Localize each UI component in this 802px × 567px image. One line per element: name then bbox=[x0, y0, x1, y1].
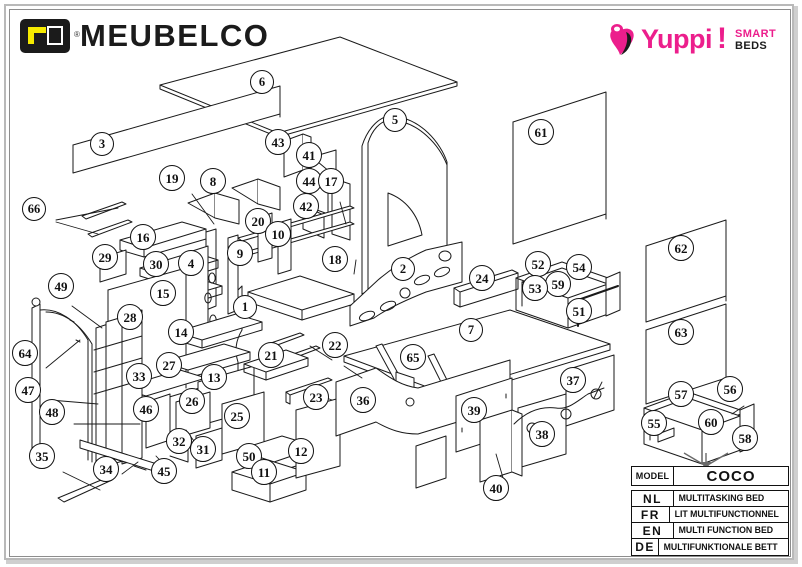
yuppi-tagline: SMART BEDS bbox=[735, 28, 777, 52]
part-callout-51: 51 bbox=[566, 298, 592, 324]
part-callout-62: 62 bbox=[668, 235, 694, 261]
part-callout-20: 20 bbox=[245, 208, 271, 234]
language-description: MULTI FUNCTION BED bbox=[678, 525, 774, 536]
part-callout-54: 54 bbox=[566, 254, 592, 280]
language-description: MULTIFUNKTIONALE BETT bbox=[663, 541, 778, 553]
part-callout-36: 36 bbox=[350, 387, 376, 413]
part-callout-19: 19 bbox=[159, 165, 185, 191]
part-callout-1: 1 bbox=[233, 295, 257, 319]
part-callout-32: 32 bbox=[166, 428, 192, 454]
part-callout-59: 59 bbox=[545, 271, 571, 297]
language-row-nl: NL MULTITASKING BED bbox=[632, 491, 788, 507]
model-row: MODEL COCO bbox=[631, 466, 789, 486]
part-callout-47: 47 bbox=[15, 377, 41, 403]
part-callout-53: 53 bbox=[522, 275, 548, 301]
part-callout-45: 45 bbox=[151, 458, 177, 484]
part-callout-55: 55 bbox=[641, 410, 667, 436]
part-callout-49: 49 bbox=[48, 273, 74, 299]
part-callout-21: 21 bbox=[258, 342, 284, 368]
part-callout-42: 42 bbox=[293, 193, 319, 219]
language-code: NL bbox=[632, 491, 674, 506]
part-callout-41: 41 bbox=[296, 142, 322, 168]
part-callout-18: 18 bbox=[322, 246, 348, 272]
part-callout-64: 64 bbox=[12, 340, 38, 366]
part-callout-26: 26 bbox=[179, 388, 205, 414]
part-callout-13: 13 bbox=[201, 364, 227, 390]
part-callout-48: 48 bbox=[39, 399, 65, 425]
part-callout-34: 34 bbox=[93, 456, 119, 482]
part-callout-22: 22 bbox=[322, 332, 348, 358]
yuppi-wordmark: Yuppi bbox=[641, 23, 713, 54]
part-callout-63: 63 bbox=[668, 319, 694, 345]
part-callout-12: 12 bbox=[288, 438, 314, 464]
language-description: MULTITASKING BED bbox=[678, 493, 765, 504]
part-callout-56: 56 bbox=[717, 376, 743, 402]
meubelco-mark-icon bbox=[20, 19, 70, 53]
language-code: DE bbox=[632, 539, 660, 555]
part-callout-17: 17 bbox=[318, 168, 344, 194]
language-row-en: EN MULTI FUNCTION BED bbox=[632, 523, 788, 539]
part-callout-4: 4 bbox=[178, 250, 204, 276]
tagline-beds: BEDS bbox=[735, 39, 768, 52]
tagline-smart: SMART bbox=[735, 28, 777, 41]
part-callout-3: 3 bbox=[90, 132, 114, 156]
language-code: EN bbox=[632, 523, 674, 538]
part-callout-40: 40 bbox=[483, 475, 509, 501]
part-callout-66: 66 bbox=[22, 197, 46, 221]
model-label: MODEL bbox=[632, 467, 674, 485]
meubelco-logo: ® MEUBELCO bbox=[20, 18, 269, 54]
language-description: LIT MULTIFUNCTIONNEL bbox=[674, 509, 779, 520]
part-callout-15: 15 bbox=[150, 280, 176, 306]
part-callout-65: 65 bbox=[400, 344, 426, 370]
language-table: NL MULTITASKING BED FR LIT MULTIFUNCTIONNEL… bbox=[631, 490, 789, 556]
part-callout-11: 11 bbox=[251, 459, 277, 485]
part-callout-39: 39 bbox=[461, 397, 487, 423]
part-callout-9: 9 bbox=[227, 240, 253, 266]
part-callout-16: 16 bbox=[130, 224, 156, 250]
meubelco-wordmark: MEUBELCO bbox=[80, 18, 270, 53]
part-callout-8: 8 bbox=[200, 168, 226, 194]
part-callout-27: 27 bbox=[156, 352, 182, 378]
part-callout-61: 61 bbox=[528, 119, 554, 145]
part-callout-52: 52 bbox=[525, 251, 551, 277]
language-code: FR bbox=[632, 507, 670, 522]
language-row-fr: FR LIT MULTIFUNCTIONNEL bbox=[632, 507, 788, 523]
registered-mark: ® bbox=[74, 30, 80, 39]
part-callout-58: 58 bbox=[732, 425, 758, 451]
part-callout-10: 10 bbox=[265, 221, 291, 247]
part-callout-31: 31 bbox=[190, 436, 216, 462]
part-callout-35: 35 bbox=[29, 443, 55, 469]
part-callout-43: 43 bbox=[265, 129, 291, 155]
part-callout-14: 14 bbox=[168, 319, 194, 345]
part-callout-29: 29 bbox=[92, 244, 118, 270]
part-callout-25: 25 bbox=[224, 403, 250, 429]
part-callout-23: 23 bbox=[303, 384, 329, 410]
part-callout-60: 60 bbox=[698, 409, 724, 435]
part-callout-30: 30 bbox=[143, 251, 169, 277]
yuppi-exclamation: ! bbox=[717, 22, 727, 55]
part-callout-28: 28 bbox=[117, 304, 143, 330]
part-callout-46: 46 bbox=[133, 396, 159, 422]
part-callout-7: 7 bbox=[459, 318, 483, 342]
part-callout-5: 5 bbox=[383, 108, 407, 132]
model-value: COCO bbox=[706, 467, 756, 485]
part-callout-38: 38 bbox=[529, 421, 555, 447]
part-callout-33: 33 bbox=[126, 363, 152, 389]
yuppi-logo: Yuppi ! SMART BEDS bbox=[607, 22, 776, 56]
part-callout-57: 57 bbox=[668, 381, 694, 407]
title-block: MODEL COCO NL MULTITASKING BED FR LIT MULTI… bbox=[631, 466, 789, 556]
part-callout-24: 24 bbox=[469, 265, 495, 291]
part-callout-6: 6 bbox=[250, 70, 274, 94]
exploded-view-artwork bbox=[10, 10, 790, 556]
yuppi-mark-icon bbox=[607, 22, 637, 56]
part-callout-37: 37 bbox=[560, 367, 586, 393]
part-callout-2: 2 bbox=[391, 257, 415, 281]
